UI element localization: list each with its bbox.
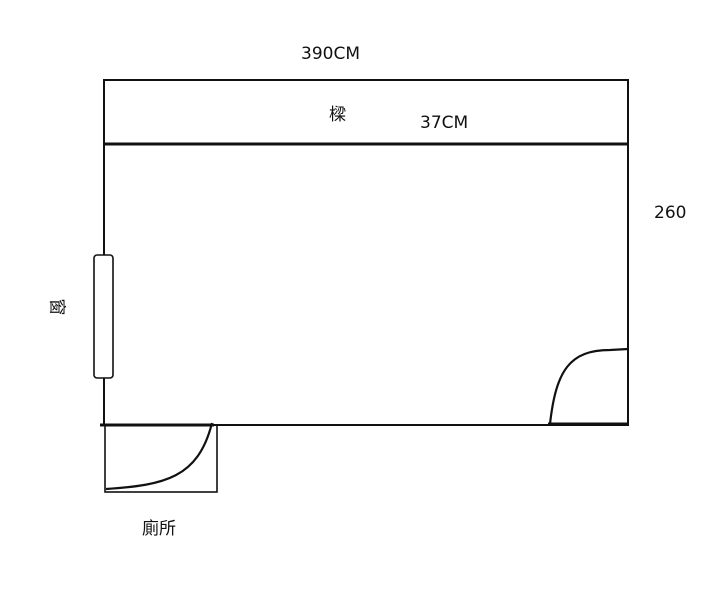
window-label: 窗 (46, 298, 67, 316)
toilet-label: 廁所 (142, 519, 176, 539)
window-frame (93, 254, 114, 379)
toilet-box (104, 424, 218, 493)
beam-label: 樑 (329, 105, 346, 125)
room-outline (103, 79, 629, 426)
room-height-label: 260 (654, 203, 687, 223)
beam-depth-label: 37CM (420, 113, 469, 133)
room-door-swing (548, 347, 629, 425)
room-width-label: 390CM (301, 44, 360, 64)
toilet-door-swing (105, 422, 214, 491)
